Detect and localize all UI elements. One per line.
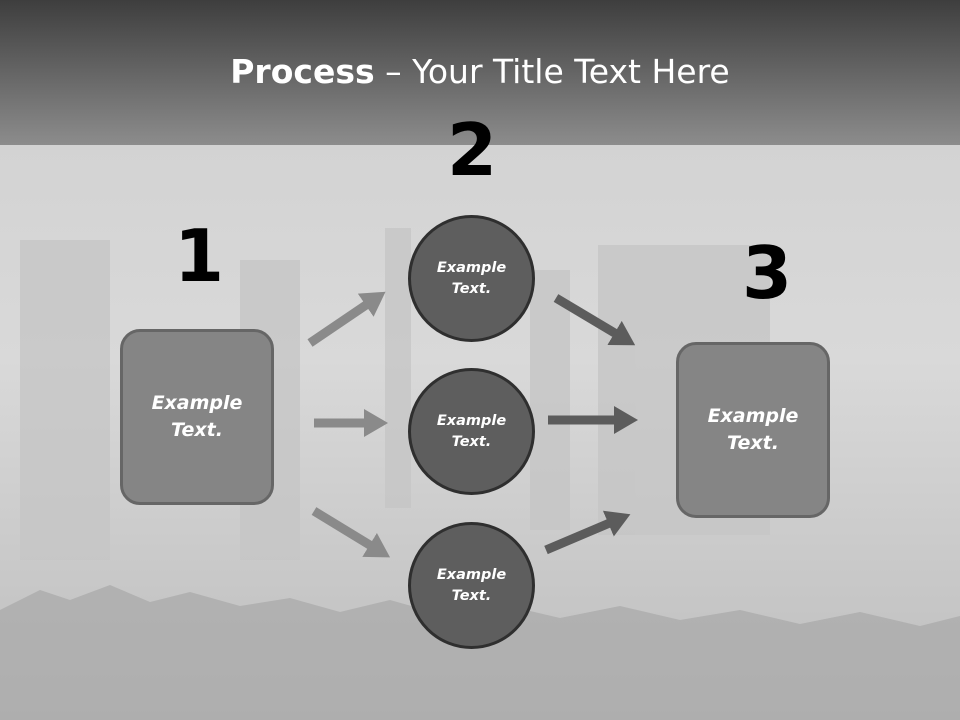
step-3-box: Example Text. xyxy=(676,342,830,518)
step-number-1: 1 xyxy=(173,214,225,298)
arrow-1-to-top xyxy=(307,291,386,347)
step-3-label: Example Text. xyxy=(707,405,799,454)
title-strong: Process xyxy=(230,52,375,91)
arrow-top-to-3 xyxy=(553,294,636,346)
title-bar xyxy=(0,0,960,145)
title-rest: – Your Title Text Here xyxy=(374,52,730,91)
step-number-3: 3 xyxy=(741,231,793,315)
step-2-circle-top: Example Text. xyxy=(408,215,535,342)
arrow-bottom-to-3 xyxy=(544,510,631,555)
circle-middle-label: Example Text. xyxy=(436,413,507,450)
step-2-circle-bottom: Example Text. xyxy=(408,522,535,649)
circle-top-label: Example Text. xyxy=(436,260,507,297)
circle-bottom-label: Example Text. xyxy=(436,567,507,604)
slide-title: Process – Your Title Text Here xyxy=(0,52,960,91)
step-1-label: Example Text. xyxy=(151,392,243,441)
step-number-2: 2 xyxy=(446,108,498,192)
arrow-1-to-bottom xyxy=(311,507,391,558)
step-2-circle-middle: Example Text. xyxy=(408,368,535,495)
step-1-box: Example Text. xyxy=(120,329,274,505)
